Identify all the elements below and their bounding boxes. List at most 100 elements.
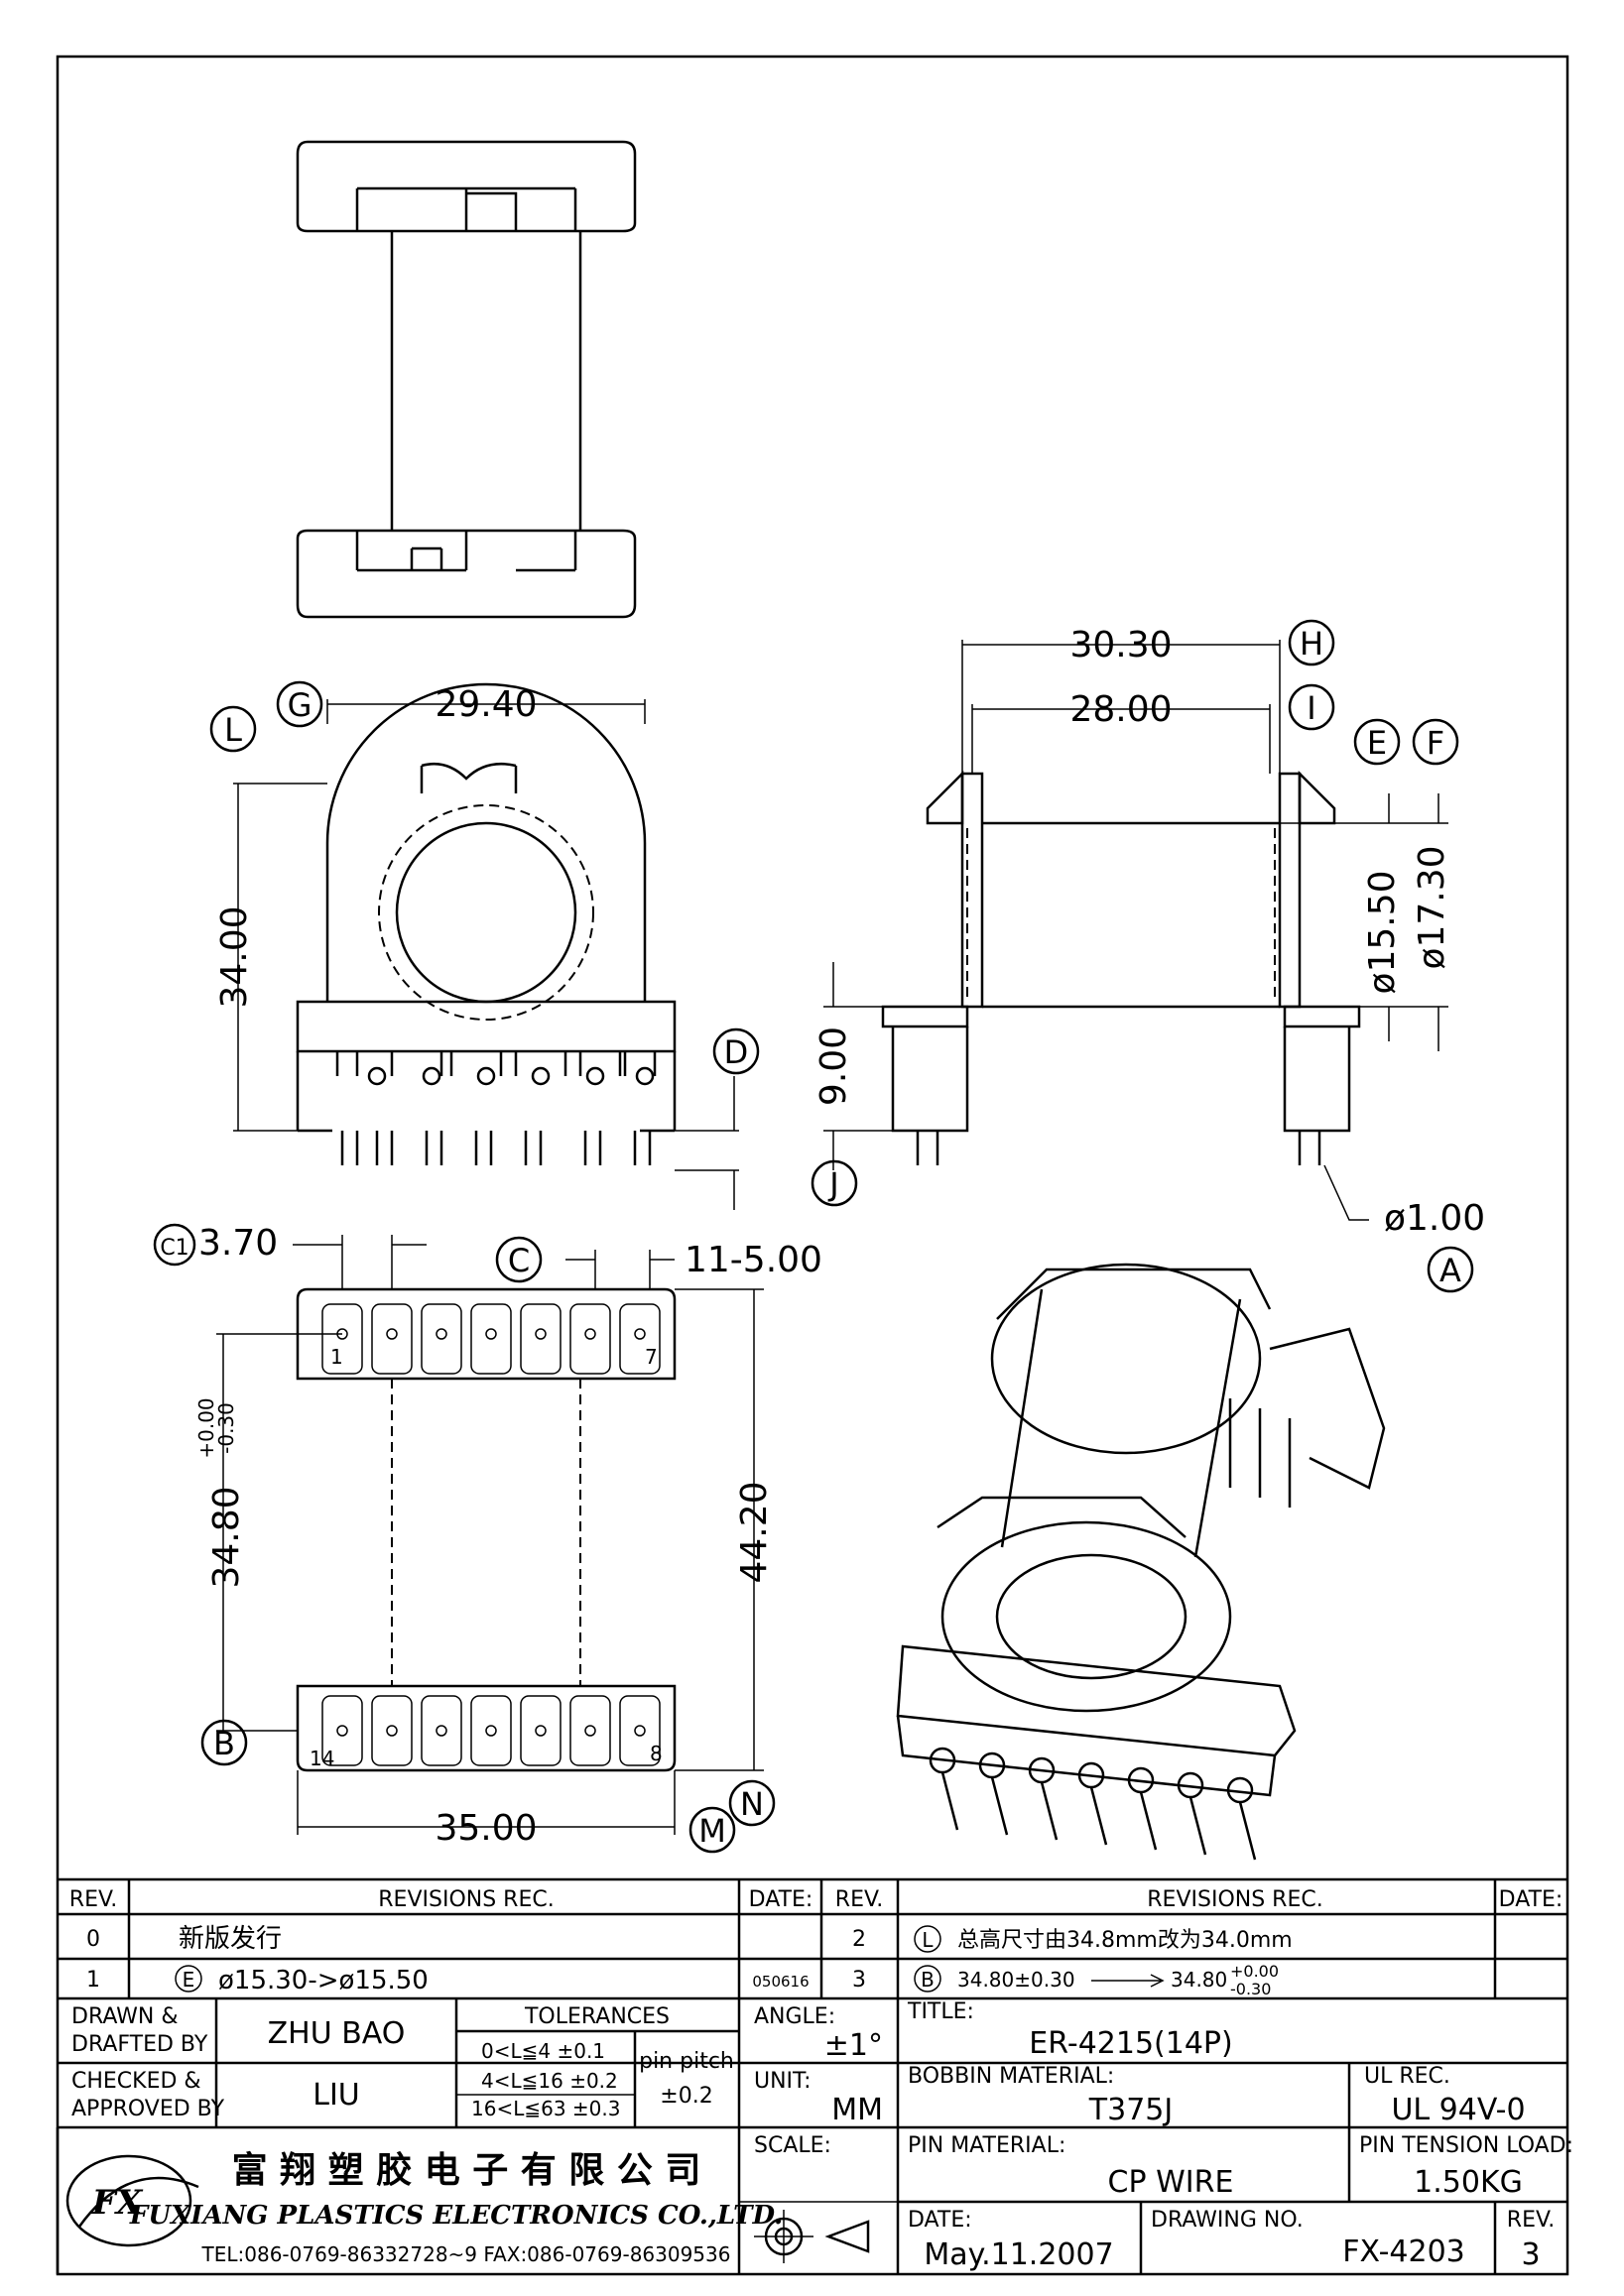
rev-2-text: 总高尺寸由34.8mm改为34.0mm	[957, 1928, 1293, 1953]
pin-slots-bottom	[321, 1695, 661, 1766]
dim-top-width: 29.40	[435, 684, 537, 725]
date-label: DATE:	[908, 2208, 972, 2233]
top-view	[296, 140, 637, 619]
pin-mat: CP WIRE	[1108, 2165, 1234, 2200]
pin-pitch-label: pin pitch	[639, 2049, 734, 2074]
title-label: TITLE:	[907, 1999, 974, 2024]
dim-base-width: 35.00	[435, 1808, 537, 1849]
date-header-right: DATE:	[1499, 1887, 1563, 1912]
pin-slots-top	[321, 1303, 661, 1375]
callout-M: M	[698, 1812, 726, 1850]
company-name-cn: 富 翔 塑 胶 电 子 有 限 公 司	[232, 2149, 701, 2191]
tolerances-label: TOLERANCES	[524, 2004, 670, 2029]
company-name-en: FUXIANG PLASTICS ELECTRONICS CO.,LTD.	[129, 2201, 783, 2231]
dim-pin-dia: ø1.00	[1384, 1198, 1485, 1239]
title-block: DRAWN & DRAFTED BY ZHU BAO CHECKED & APP…	[56, 1998, 1573, 2274]
company-logo-icon: FX	[65, 2154, 199, 2247]
dim-length: 34.80	[206, 1486, 247, 1588]
dim-dia-outer: ø17.30	[1412, 845, 1452, 969]
rev-2: 2	[852, 1927, 866, 1952]
rev-value: 3	[1521, 2237, 1540, 2272]
pin-label-8: 8	[650, 1742, 663, 1765]
ul: UL 94V-0	[1391, 2093, 1525, 2127]
pin-label-1: 1	[330, 1345, 343, 1369]
tension: 1.50KG	[1414, 2165, 1523, 2200]
rev-1-text: ø15.30->ø15.50	[218, 1966, 429, 1995]
tol-3: 16<L≦63 ±0.3	[471, 2097, 620, 2120]
core-hole	[395, 821, 577, 1004]
svg-text:FX: FX	[91, 2183, 144, 2223]
rec-header-left: REVISIONS REC.	[378, 1887, 554, 1912]
tol-2: 4<L≦16 ±0.2	[481, 2069, 618, 2093]
dim-height: 34.00	[214, 906, 255, 1008]
company-contact: TEL:086-0769-86332728~9 FAX:086-0769-863…	[201, 2242, 731, 2266]
pin-row-front	[335, 1051, 657, 1165]
side-view: 30.30 28.00 ø15.50 ø17.30 9.00 ø1.00	[813, 625, 1485, 1239]
dim-dia-inner: ø15.50	[1362, 870, 1403, 994]
rev-3-tol-up: +0.00	[1230, 1962, 1279, 1981]
outer-border	[56, 55, 1569, 2276]
ul-label: UL REC.	[1364, 2064, 1450, 2089]
dim-length-tol-up: +0.00	[194, 1397, 218, 1458]
rec-header-right: REVISIONS REC.	[1147, 1887, 1322, 1912]
checked-by: LIU	[312, 2078, 360, 2113]
rev-0-text: 新版发行	[179, 1924, 282, 1954]
rev-1: 1	[86, 1968, 100, 1993]
drawing-label: DRAWING NO.	[1151, 2208, 1304, 2233]
callout-F: F	[1427, 724, 1444, 762]
callout-C1: C1	[160, 1236, 188, 1261]
rev-3-mark: B	[921, 1968, 935, 1992]
callout-I: I	[1307, 689, 1315, 727]
pin-pitch-tol: ±0.2	[660, 2084, 712, 2109]
unit-label: UNIT:	[754, 2069, 811, 2094]
bobbin: T375J	[1088, 2093, 1173, 2127]
rev-3-tol-lo: -0.30	[1230, 1980, 1271, 1998]
dim-side-inner: 28.00	[1069, 689, 1172, 730]
angle: ±1°	[824, 2028, 883, 2063]
drawn-label: DRAWN &	[71, 2004, 179, 2029]
callout-H: H	[1300, 625, 1323, 663]
rev-header-left: REV.	[69, 1887, 117, 1912]
bottom-view: 1 7 8 14 3.70 11-5.00 34.80 +0.00 -0.30 …	[194, 1223, 822, 1849]
dim-base-h: 9.00	[813, 1027, 854, 1106]
projection-symbol-icon	[754, 2210, 870, 2263]
rev-3: 3	[852, 1968, 866, 1993]
rev-label: REV.	[1507, 2208, 1555, 2233]
callouts: L G H I E F D J A C1 C B M N	[153, 619, 1474, 1854]
pin-mat-label: PIN MATERIAL:	[908, 2133, 1065, 2158]
pin-label-7: 7	[645, 1345, 658, 1369]
isometric-view	[896, 1263, 1386, 1861]
drafted-label: DRAFTED BY	[71, 2032, 208, 2057]
tol-1: 0<L≦4 ±0.1	[481, 2039, 605, 2063]
title: ER-4215(14P)	[1029, 2026, 1232, 2061]
rev-header-right: REV.	[835, 1887, 883, 1912]
dim-side-outer: 30.30	[1069, 625, 1172, 665]
callout-A: A	[1439, 1252, 1461, 1289]
dim-total-len: 44.20	[734, 1481, 775, 1583]
rev-2-mark: L	[922, 1928, 934, 1952]
tension-label: PIN TENSION LOAD:	[1359, 2133, 1573, 2158]
dim-length-tol-lo: -0.30	[214, 1402, 238, 1454]
date: May.11.2007	[924, 2237, 1113, 2272]
pin-label-14: 14	[310, 1747, 334, 1770]
drawn-by: ZHU BAO	[268, 2016, 406, 2051]
callout-B: B	[213, 1725, 235, 1762]
rev-1-date: 050616	[752, 1973, 809, 1991]
callout-G: G	[288, 686, 312, 724]
bobbin-label: BOBBIN MATERIAL:	[908, 2064, 1114, 2089]
callout-N: N	[740, 1785, 764, 1823]
rev-3-text-b: 34.80	[1171, 1968, 1227, 1992]
dim-pin-offset: 3.70	[198, 1223, 278, 1264]
dim-pin-pitch: 11-5.00	[685, 1240, 822, 1280]
rev-3-text-a: 34.80±0.30	[957, 1968, 1075, 1992]
rev-1-mark: E	[183, 1968, 195, 1992]
callout-L: L	[224, 711, 242, 749]
angle-label: ANGLE:	[754, 2004, 835, 2029]
callout-D: D	[724, 1033, 749, 1071]
rev-0: 0	[86, 1927, 100, 1952]
drawing-no: FX-4203	[1342, 2235, 1465, 2269]
checked-label: CHECKED &	[71, 2069, 201, 2094]
callout-C: C	[508, 1242, 530, 1279]
unit: MM	[831, 2093, 883, 2127]
